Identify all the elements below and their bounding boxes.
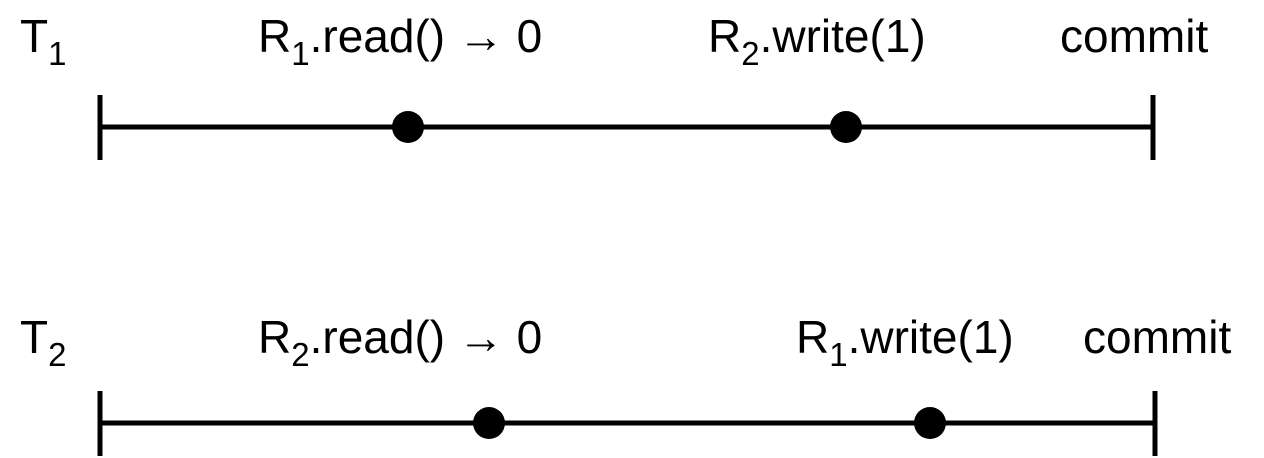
transaction-1-timeline [0, 0, 1264, 200]
t1-event-2-dot [830, 111, 862, 143]
transaction-2-label: T2 [20, 311, 67, 373]
t1-event-1-label: R1.read() → 0 [258, 10, 543, 72]
t2-event-2-dot [914, 407, 946, 439]
t2-commit-label: commit [1083, 311, 1232, 363]
t2-event-1-label: R2.read() → 0 [258, 311, 543, 373]
t1-event-1-dot [392, 111, 424, 143]
transaction-2-timeline [0, 258, 1264, 458]
t1-commit-label: commit [1060, 10, 1209, 62]
t1-event-2-label: R2.write(1) [708, 10, 926, 72]
t2-event-2-label: R1.write(1) [796, 311, 1014, 373]
t2-event-1-dot [473, 407, 505, 439]
transaction-1-label: T1 [20, 10, 67, 72]
